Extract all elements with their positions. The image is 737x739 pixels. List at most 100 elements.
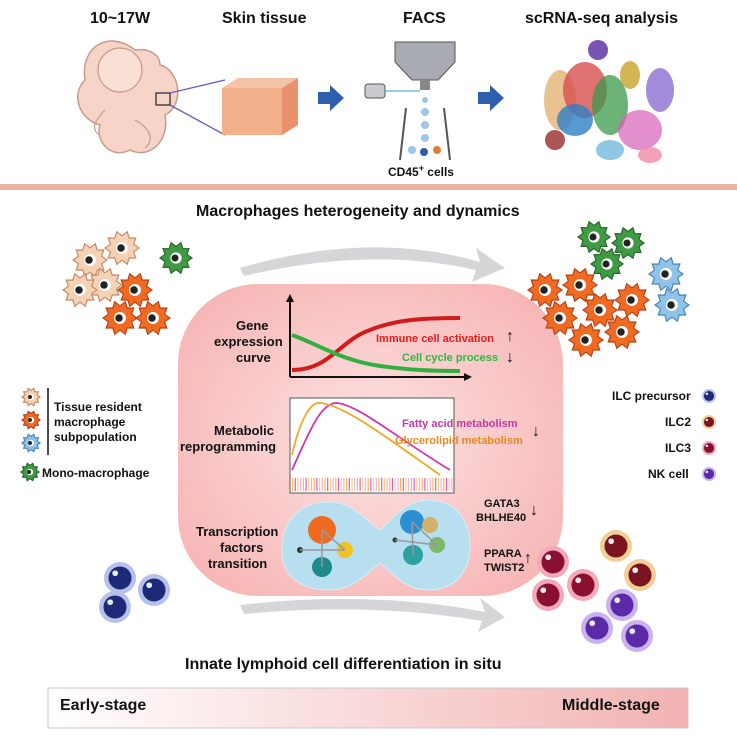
arrow-facs-to-scrna <box>478 85 504 111</box>
gata3-label: GATA3 <box>484 498 520 510</box>
fatty-acid-label: Fatty acid metabolism <box>402 418 518 430</box>
ilc-cell <box>600 530 632 562</box>
cell-cycle-label: Cell cycle process <box>402 352 499 364</box>
tf-label-1: Transcription <box>196 524 279 539</box>
tissue-resident-cell <box>613 282 651 318</box>
mono-macrophage-label: Mono-macrophage <box>42 466 150 480</box>
tissue-resident-cell <box>116 272 154 308</box>
tissue-resident-cell <box>561 267 599 303</box>
macrophage-flow-arrow <box>240 247 505 282</box>
tissue-resident-cell <box>603 314 641 350</box>
tf-down-arrow: ↓ <box>530 502 538 519</box>
ilc-precursor-cell <box>138 574 170 606</box>
mono-macrophage-cell <box>576 220 612 254</box>
tissue-resident-cell <box>647 256 685 292</box>
legend-tissue-resident-3 <box>20 433 42 453</box>
legend-nk-cell <box>702 467 716 481</box>
tissue-resident-cell <box>103 230 141 266</box>
right-legend-icons <box>702 389 716 481</box>
tissue-resident-line1: Tissue resident <box>54 400 142 414</box>
immune-arrow: ↑ <box>506 328 514 345</box>
gene-expression-chart <box>286 294 472 381</box>
glycerolipid-label: Glycerolipid metabolism <box>395 435 523 447</box>
facs-device <box>364 41 456 161</box>
tf-transition-graphic <box>281 499 471 591</box>
fatty-acid-curve <box>291 402 451 471</box>
metabolic-chart <box>289 397 455 494</box>
bhlhe40-label: BHLHE40 <box>476 512 527 524</box>
ilc-precursor-cell <box>99 591 131 623</box>
immune-activation-label: Immune cell activation <box>376 333 494 345</box>
tf-label-2: factors <box>220 540 264 555</box>
nk-cell <box>606 589 638 621</box>
tissue-resident-cell <box>653 287 691 323</box>
ilc2-label: ILC2 <box>665 415 692 429</box>
age-label: 10~17W <box>90 10 151 27</box>
ilc-flow-arrow <box>240 598 505 632</box>
legend-tissue-resident-2 <box>20 410 42 430</box>
immune-activation-curve <box>291 316 461 372</box>
cd45-label: CD45+ cells <box>388 163 454 179</box>
embryo-illustration <box>77 40 179 154</box>
legend-tissue-resident-1 <box>20 387 42 407</box>
ilc-cells <box>99 530 656 652</box>
scrna-label: scRNA-seq analysis <box>525 10 678 27</box>
cell-cycle-arrow: ↓ <box>506 349 514 366</box>
tissue-resident-cell <box>567 322 605 358</box>
nk-cell <box>621 620 653 652</box>
cell-cycle-curve <box>291 333 461 373</box>
ilc-cell <box>532 579 564 611</box>
ilc-precursor-cell <box>104 562 136 594</box>
tissue-resident-cell <box>86 267 124 303</box>
early-stage-label: Early-stage <box>60 697 147 714</box>
gene-label-1: Gene <box>236 318 269 333</box>
legend-ilc-precursor <box>702 389 716 403</box>
skin-tissue-label: Skin tissue <box>222 10 307 27</box>
scrna-umap-plot <box>544 40 674 163</box>
macrophage-cells <box>61 220 691 358</box>
ppara-label: PPARA <box>484 548 522 560</box>
glycerolipid-curve <box>291 402 441 476</box>
ilc-cell <box>567 569 599 601</box>
tf-up-arrow: ↑ <box>524 550 532 567</box>
zoom-line-bottom <box>169 104 226 136</box>
mono-macrophage-cell <box>589 247 625 281</box>
ilc-section-title: Innate lymphoid cell differentiation in … <box>185 656 502 673</box>
tissue-resident-line2: macrophage <box>54 415 126 429</box>
ilc-cell <box>537 546 569 578</box>
mono-macrophage-cell <box>610 226 646 260</box>
left-legend-icons <box>19 387 49 482</box>
legend-mono-macrophage <box>19 462 41 482</box>
stage-bar <box>47 687 689 729</box>
ilc-precursor-label: ILC precursor <box>612 389 691 403</box>
tissue-resident-cell <box>134 300 172 336</box>
tissue-resident-cell <box>526 272 564 308</box>
macrophage-section-title: Macrophages heterogeneity and dynamics <box>196 203 520 220</box>
tissue-resident-cell <box>101 300 139 336</box>
ilc3-label: ILC3 <box>665 441 692 455</box>
nk-cell <box>581 612 613 644</box>
tissue-resident-cell <box>541 300 579 336</box>
metabolic-arrow: ↓ <box>532 423 540 440</box>
metabolic-label-2: reprogramming <box>180 439 277 454</box>
tissue-resident-cell <box>61 272 99 308</box>
legend-ilc2 <box>702 415 716 429</box>
zoom-line-top <box>169 79 226 94</box>
arrow-tissue-to-facs <box>318 85 344 111</box>
skin-tissue-block <box>222 78 298 135</box>
gene-label-2: expression <box>214 334 283 349</box>
gene-label-3: curve <box>236 350 271 365</box>
tissue-resident-cell <box>71 242 109 278</box>
nk-cell-label: NK cell <box>648 467 689 481</box>
twist2-label: TWIST2 <box>484 562 525 574</box>
middle-stage-label: Middle-stage <box>562 697 660 714</box>
facs-label: FACS <box>403 10 446 27</box>
tissue-resident-cell <box>581 292 619 328</box>
mono-macrophage-cell <box>158 241 194 275</box>
ilc-cell <box>624 559 656 591</box>
legend-ilc3 <box>702 441 716 455</box>
metabolic-label-1: Metabolic <box>214 423 274 438</box>
tissue-resident-line3: subpopulation <box>54 430 137 444</box>
tf-label-3: transition <box>208 556 268 571</box>
